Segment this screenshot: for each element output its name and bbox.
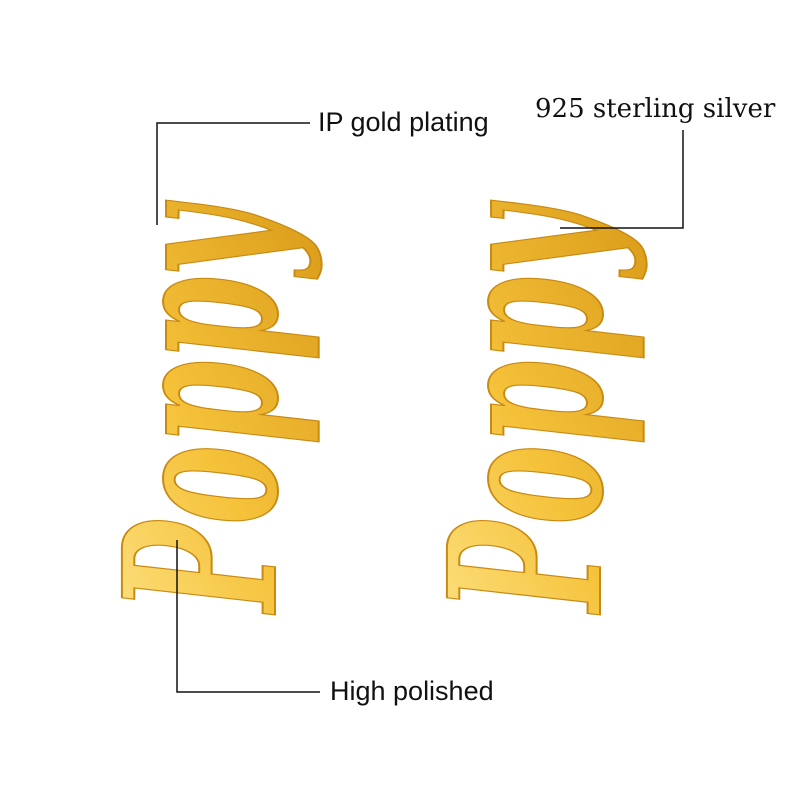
callout-line-polished <box>176 540 320 693</box>
callout-ip-gold-plating: IP gold plating <box>318 107 489 137</box>
svg-text:Poppy: Poppy <box>403 200 650 615</box>
callout-lines <box>156 122 684 693</box>
left-earring: Poppy <box>77 199 326 616</box>
svg-text:Poppy: Poppy <box>78 200 325 615</box>
callout-sterling-silver: 925 sterling silver <box>535 94 776 124</box>
right-earring: Poppy <box>402 199 651 616</box>
callout-high-polished: High polished <box>330 676 494 706</box>
callout-line-gold <box>156 122 310 225</box>
callout-line-silver <box>560 130 684 229</box>
